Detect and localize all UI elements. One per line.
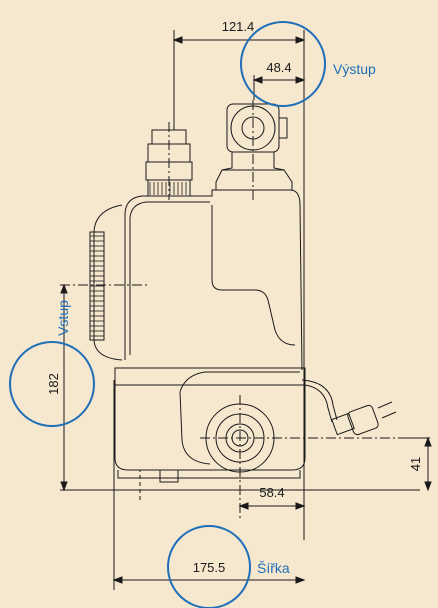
width-highlight-circle (167, 525, 251, 608)
dim-bottom-offset: 58.4 (259, 485, 284, 500)
dim-total-width: 175.5 (193, 560, 226, 575)
top-nozzle (145, 122, 193, 200)
top-outlet (215, 100, 293, 200)
dim-top-width: 121.4 (222, 19, 255, 34)
pump-body (114, 189, 306, 500)
inlet-highlight-circle (9, 341, 95, 427)
label-width: Šířka (257, 560, 290, 576)
inlet-flange (60, 204, 150, 361)
power-cable (301, 379, 397, 436)
dim-outlet-height: 41 (408, 457, 423, 471)
dimension-lines (60, 30, 432, 590)
label-outlet: Výstup (333, 61, 376, 77)
dim-outlet-offset: 48.4 (266, 60, 291, 75)
label-inlet: Vstup (55, 300, 71, 336)
dim-inlet-height: 182 (46, 373, 61, 395)
outlet-highlight-circle (240, 21, 326, 107)
